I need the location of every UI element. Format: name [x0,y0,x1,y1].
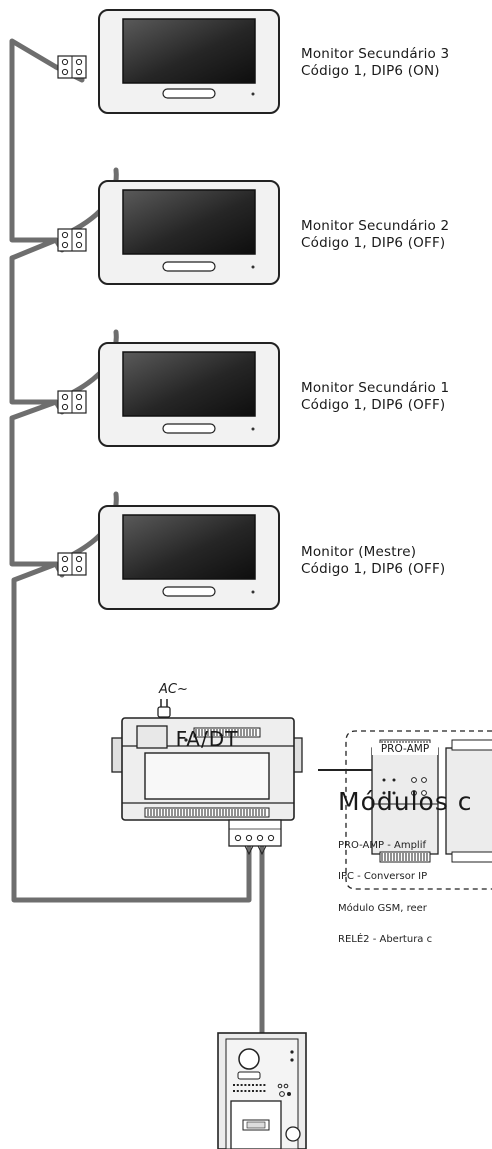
terminal-block-monitor-2 [57,228,87,252]
monitor-config: Código 1, DIP6 (OFF) [301,561,446,577]
monitor-mestre [98,505,280,610]
monitor-label-secundario-2: Monitor Secundário 2 Código 1, DIP6 (OFF… [301,218,449,252]
monitor-label-mestre: Monitor (Mestre) Código 1, DIP6 (OFF) [301,544,445,578]
module-item: IPC - Conversor IP [338,871,428,882]
monitor-secundario-2 [98,180,280,285]
monitor-name: Monitor Secundário 3 [301,46,450,62]
bus-wiring [9,38,265,1047]
module-item: PRO-AMP - Amplif [338,840,426,851]
monitor-label-secundario-1: Monitor Secundário 1 Código 1, DIP6 (OFF… [301,380,449,414]
monitor-name: Monitor Secundário 1 [301,380,450,396]
fa-dt-power-supply [111,717,303,821]
monitor-name: Monitor Secundário 2 [301,218,450,234]
fa-dt-label: FA/DT [175,727,239,751]
terminal-block-monitor-mestre [57,552,87,576]
monitor-config: Código 1, DIP6 (ON) [301,63,440,79]
ac-label: AC~ [159,682,188,697]
bus-terminal [228,819,282,856]
monitor-config: Código 1, DIP6 (OFF) [301,235,446,251]
pro-amp-module-label: PRO-AMP [372,743,438,755]
terminal-block-monitor-1 [57,390,87,414]
modules-box [345,730,492,890]
terminal-block-monitor-3 [57,55,87,79]
monitor-config: Código 1, DIP6 (OFF) [301,397,446,413]
modules-title: Módulos c [338,787,473,816]
monitor-secundario-3 [98,9,280,114]
door-station [217,1032,307,1149]
monitor-name: Monitor (Mestre) [301,544,417,560]
monitor-label-secundario-3: Monitor Secundário 3 Código 1, DIP6 (ON) [301,46,449,80]
monitor-secundario-1 [98,342,280,447]
module-item: RELÉ2 - Abertura c [338,934,433,945]
module-item: Módulo GSM, reer [338,903,427,914]
